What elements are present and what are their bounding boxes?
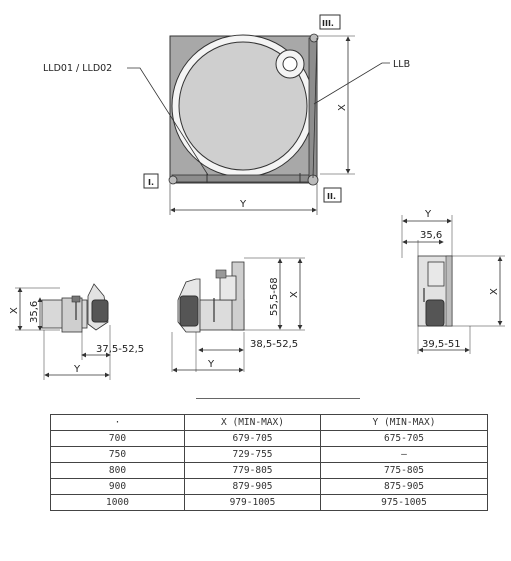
s1-dim-height: 35,6 bbox=[29, 301, 40, 323]
section-3: Y 35,6 X 39,5-51 bbox=[401, 209, 505, 354]
s1-profile bbox=[61, 297, 83, 333]
section-2: 55,5-68 X 38,5-52,5 Y bbox=[171, 257, 305, 373]
s2-cylinder bbox=[219, 275, 237, 301]
cell-y: 675-705 bbox=[320, 430, 488, 447]
cell-y: 975-1005 bbox=[320, 494, 488, 511]
cell-y: 875-905 bbox=[320, 478, 488, 495]
label-lldo: LLD01 / LLD02 bbox=[43, 63, 112, 74]
plan-rail-right bbox=[308, 37, 318, 183]
s2-dim-height: 55,5-68 bbox=[269, 277, 280, 316]
s2-roller bbox=[179, 295, 199, 327]
cell-x: 979-1005 bbox=[184, 494, 321, 511]
marker-3: III. bbox=[322, 19, 334, 28]
s2-dim-y: Y bbox=[207, 359, 215, 370]
marker-1: I. bbox=[148, 178, 154, 187]
s2-dim-range: 38,5-52,5 bbox=[250, 339, 298, 350]
separator-line bbox=[196, 398, 360, 399]
cell-y: 775-805 bbox=[320, 462, 488, 479]
cell-x: 879-905 bbox=[184, 478, 321, 495]
header-size: · bbox=[50, 414, 185, 431]
s3-dim-x: X bbox=[489, 288, 500, 295]
s1-screw bbox=[71, 295, 81, 303]
s3-dim-range: 39,5-51 bbox=[422, 339, 461, 350]
llb-leader bbox=[313, 62, 390, 105]
table-header-row: · X (MIN-MAX) Y (MIN-MAX) bbox=[50, 414, 488, 431]
plan-diagonal-line bbox=[312, 37, 318, 179]
plan-rail-bottom bbox=[171, 174, 318, 183]
s3-dim-width: 35,6 bbox=[420, 230, 442, 241]
cell-size: 1000 bbox=[50, 494, 185, 511]
marker-2: II. bbox=[327, 192, 336, 201]
cell-size: 800 bbox=[50, 462, 185, 479]
drain-inner-icon bbox=[282, 56, 298, 72]
table-row: 700 679-705 675-705 bbox=[50, 430, 488, 447]
section-1: X 35,6 37,5-52,5 Y bbox=[9, 283, 144, 380]
plan-corner-knob-left bbox=[168, 175, 178, 185]
s3-glass-edge bbox=[445, 255, 453, 327]
plan-basin-circle bbox=[178, 41, 308, 171]
table-row: 750 729-755 – bbox=[50, 446, 488, 463]
cell-size: 900 bbox=[50, 478, 185, 495]
dimension-table: · X (MIN-MAX) Y (MIN-MAX) 700 679-705 67… bbox=[50, 414, 488, 511]
lldo-leader bbox=[127, 67, 209, 176]
table-row: 900 879-905 875-905 bbox=[50, 478, 488, 495]
s3-cylinder bbox=[427, 261, 445, 287]
cell-y: – bbox=[320, 446, 488, 463]
marker-1-box bbox=[143, 173, 159, 189]
table-row: 800 779-805 775-805 bbox=[50, 462, 488, 479]
marker-3-box bbox=[319, 14, 341, 30]
label-llb: LLB bbox=[393, 59, 410, 70]
cell-size: 700 bbox=[50, 430, 185, 447]
s1-dim-range: 37,5-52,5 bbox=[96, 344, 144, 355]
cell-x: 729-755 bbox=[184, 446, 321, 463]
header-y: Y (MIN-MAX) bbox=[320, 414, 488, 431]
s1-dim-y: Y bbox=[73, 364, 81, 375]
s3-dim-y: Y bbox=[424, 209, 432, 220]
table-row: 1000 979-1005 975-1005 bbox=[50, 494, 488, 511]
s3-roller bbox=[425, 299, 445, 327]
plan-dim-y: Y bbox=[239, 199, 247, 210]
s1-dim-x: X bbox=[9, 307, 20, 314]
cell-x: 679-705 bbox=[184, 430, 321, 447]
cell-size: 750 bbox=[50, 446, 185, 463]
cell-x: 779-805 bbox=[184, 462, 321, 479]
s2-cylinder-cap bbox=[215, 269, 227, 279]
s1-roller bbox=[91, 299, 109, 323]
header-x: X (MIN-MAX) bbox=[184, 414, 321, 431]
marker-2-box bbox=[323, 187, 342, 203]
plan-view: LLD01 / LLD02 LLB I. II. III. X Y bbox=[43, 14, 410, 215]
plan-corner-knob-top bbox=[309, 33, 319, 43]
plan-dim-x: X bbox=[337, 104, 348, 111]
s2-dim-x: X bbox=[289, 291, 300, 298]
